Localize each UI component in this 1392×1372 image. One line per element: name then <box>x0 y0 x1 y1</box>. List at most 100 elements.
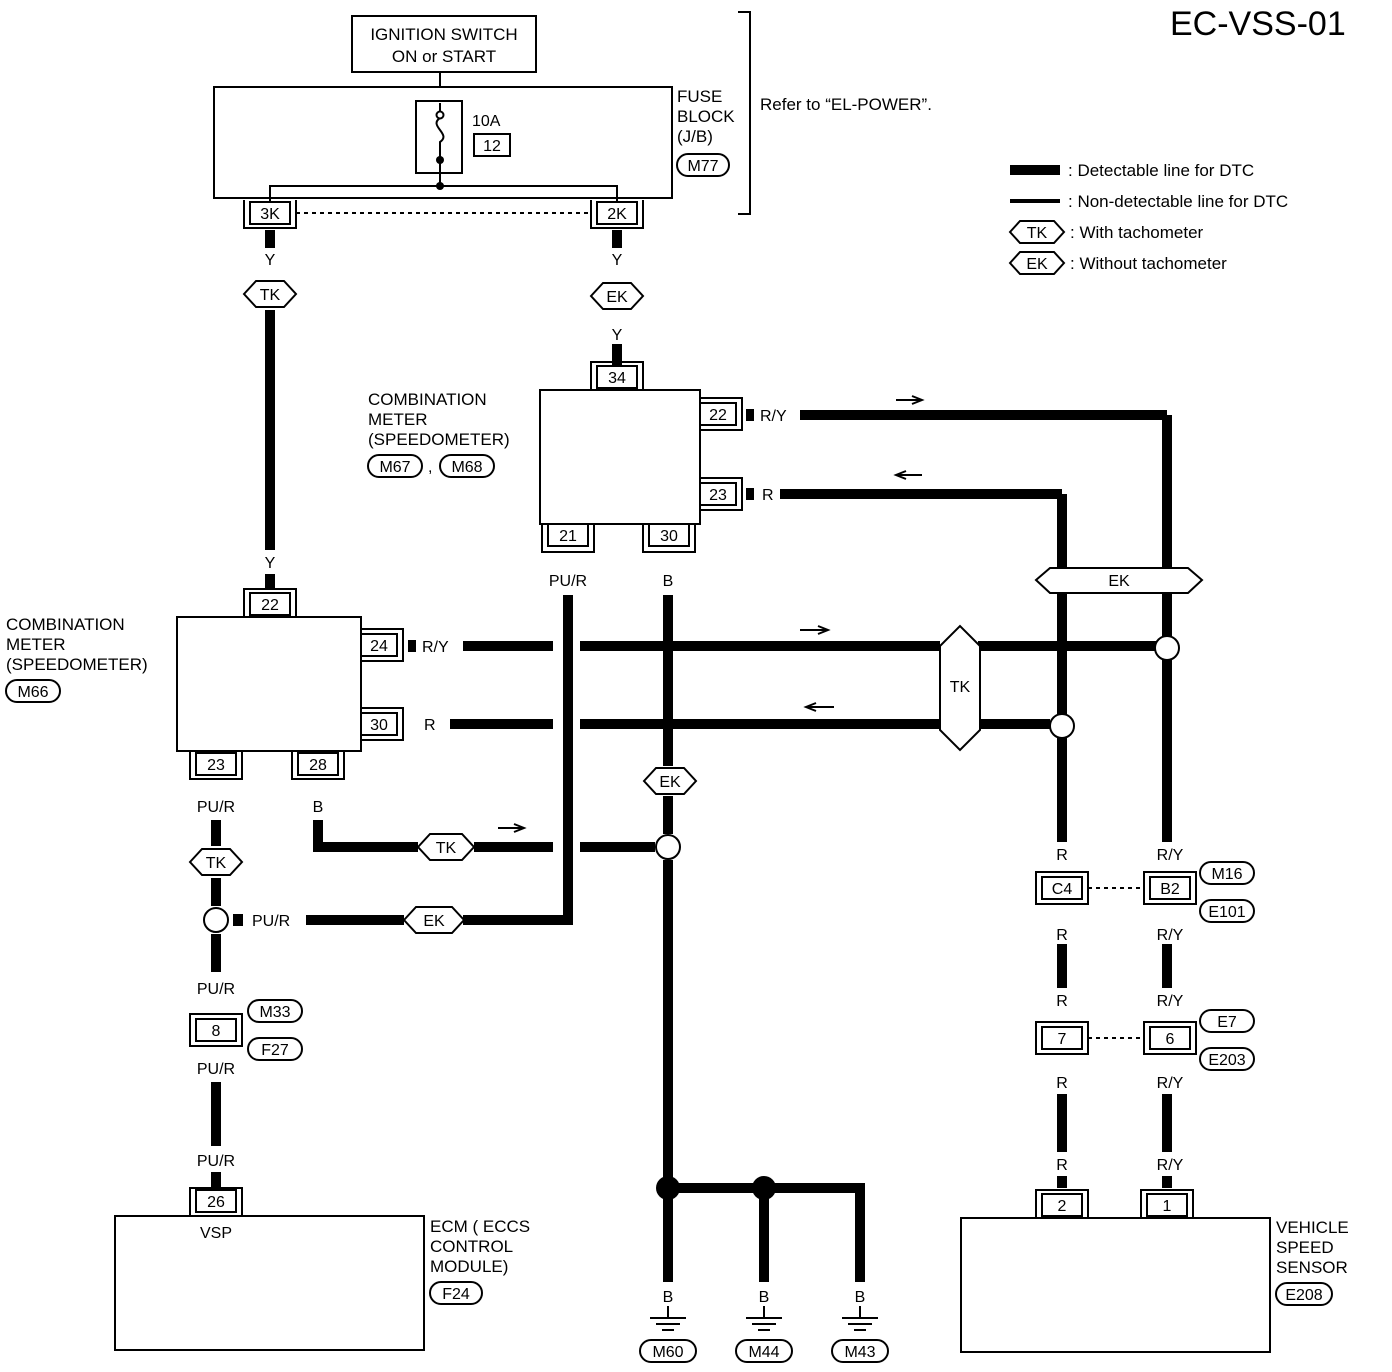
arrow-right-icon <box>498 823 527 833</box>
tag-ek-pur: EK <box>402 906 466 934</box>
ecm-label-2: CONTROL <box>430 1237 513 1256</box>
tag-ek-top: EK <box>589 282 645 310</box>
svg-text:R/Y: R/Y <box>760 408 787 425</box>
svg-text:PU/R: PU/R <box>197 1153 235 1170</box>
connector-pin-6: 6 <box>1166 1031 1175 1048</box>
fuse-block: 10A 12 FUSE BLOCK (J/B) M77 <box>213 86 735 204</box>
connector-b2: B2 <box>1160 881 1180 898</box>
legend: : Detectable line for DTC : Non-detectab… <box>1008 161 1288 275</box>
svg-text:TK: TK <box>436 840 457 857</box>
pin-30-tk: 30 <box>370 717 388 734</box>
svg-text:Y: Y <box>265 555 276 572</box>
pin-28: 28 <box>309 757 327 774</box>
connector-c4: C4 <box>1052 881 1073 898</box>
vehicle-speed-sensor: 2 1 VEHICLE SPEED SENSOR E208 <box>960 1189 1349 1353</box>
splice-solid <box>752 1176 776 1200</box>
connector-separator: , <box>428 459 432 476</box>
splice-open <box>1049 713 1075 739</box>
svg-text:M44: M44 <box>748 1344 779 1361</box>
legend-tk-tag: TK <box>1027 225 1048 242</box>
svg-text:B: B <box>663 573 674 590</box>
svg-text:TK: TK <box>206 855 227 872</box>
svg-text:B: B <box>313 799 324 816</box>
pin-2k: 2K <box>590 200 644 229</box>
svg-text:2K: 2K <box>607 206 627 223</box>
meter-tk-label-1: COMBINATION <box>6 615 125 634</box>
svg-text:R/Y: R/Y <box>1157 1075 1184 1092</box>
arrow-right-icon <box>800 625 831 635</box>
arrow-right-icon <box>896 395 925 405</box>
connector-m77: M77 <box>687 158 718 175</box>
connector-e208: E208 <box>1285 1287 1322 1304</box>
svg-text:PU/R: PU/R <box>549 573 587 590</box>
fuse-block-label-1: FUSE <box>677 87 722 106</box>
svg-text:PU/R: PU/R <box>252 913 290 930</box>
svg-text:TK: TK <box>260 287 281 304</box>
ecm-pin-label: VSP <box>200 1225 232 1242</box>
splice-open <box>203 907 229 933</box>
meter-ek-label-3: (SPEEDOMETER) <box>368 430 510 449</box>
svg-text:PU/R: PU/R <box>197 799 235 816</box>
page-title: EC-VSS-01 <box>1170 5 1346 43</box>
svg-text:B: B <box>759 1289 770 1306</box>
svg-text:R: R <box>1056 847 1068 864</box>
ignition-switch-label-2: ON or START <box>392 47 496 66</box>
combination-meter-tk: COMBINATION METER (SPEEDOMETER) M66 22 2… <box>5 588 404 780</box>
tag-ek-wide: EK <box>1034 567 1204 594</box>
svg-text:M60: M60 <box>652 1344 683 1361</box>
svg-text:Y: Y <box>265 252 276 269</box>
connector-e7: E7 <box>1217 1014 1237 1031</box>
svg-text:EK: EK <box>423 913 445 930</box>
tag-tk-tall: TK <box>939 624 981 752</box>
connector-e203: E203 <box>1208 1052 1245 1069</box>
pin-3k: 3K <box>243 200 297 229</box>
svg-text:R/Y: R/Y <box>1157 993 1184 1010</box>
tag-ek-ground: EK <box>642 767 698 795</box>
fuse-block-label-2: BLOCK <box>677 107 735 126</box>
svg-text:3K: 3K <box>260 206 280 223</box>
connector-m16: M16 <box>1211 866 1242 883</box>
pin-23-ek: 23 <box>709 487 727 504</box>
legend-tk-text: : With tachometer <box>1070 223 1204 242</box>
splice-open <box>655 834 681 860</box>
svg-text:EK: EK <box>606 289 628 306</box>
vss-label-2: SPEED <box>1276 1238 1334 1257</box>
splice-open <box>1154 635 1180 661</box>
ecm-label-3: MODULE) <box>430 1257 508 1276</box>
legend-non-detectable: : Non-detectable line for DTC <box>1068 192 1288 211</box>
svg-text:M43: M43 <box>844 1344 875 1361</box>
option-tags: TK EK EK TK EK TK TK EK <box>188 280 1204 934</box>
svg-text:R: R <box>424 717 436 734</box>
pin-30-ek: 30 <box>660 528 678 545</box>
splice-solid <box>656 1176 680 1200</box>
fuse-bracket <box>738 11 751 215</box>
svg-text:TK: TK <box>950 679 971 696</box>
wire-labels: Y Y Y Y R/Y R R/Y R PU/R B PU/R B PU/R P… <box>197 252 1184 1306</box>
arrow-left-icon <box>893 470 922 480</box>
svg-text:EK: EK <box>659 774 681 791</box>
svg-text:B: B <box>663 1289 674 1306</box>
pin-22-ek: 22 <box>709 407 727 424</box>
pin-22-tk: 22 <box>261 597 279 614</box>
wire-stubs <box>233 409 754 926</box>
vss-label-3: SENSOR <box>1276 1258 1348 1277</box>
ecm: 26 VSP ECM ( ECCS CONTROL MODULE) F24 <box>114 1187 530 1351</box>
connector-m66: M66 <box>17 684 48 701</box>
fuse-bus <box>269 185 618 204</box>
connector-pin-7: 7 <box>1058 1031 1067 1048</box>
refer-note: Refer to “EL-POWER”. <box>760 95 932 114</box>
vss-pin-1: 1 <box>1163 1198 1172 1215</box>
splices <box>203 635 1180 1200</box>
vss-pin-2: 2 <box>1058 1198 1067 1215</box>
svg-text:Y: Y <box>612 327 623 344</box>
meter-ek-label-2: METER <box>368 410 428 429</box>
fuse-number: 12 <box>483 138 501 155</box>
ground-m44: M44 <box>735 1306 793 1363</box>
legend-ek-text: : Without tachometer <box>1070 254 1227 273</box>
svg-text:PU/R: PU/R <box>197 1061 235 1078</box>
svg-text:R: R <box>1056 1075 1068 1092</box>
combination-meter-ek: COMBINATION METER (SPEEDOMETER) M67 , M6… <box>367 361 743 553</box>
svg-text:R/Y: R/Y <box>1157 1157 1184 1174</box>
connector-m33: M33 <box>259 1004 290 1021</box>
